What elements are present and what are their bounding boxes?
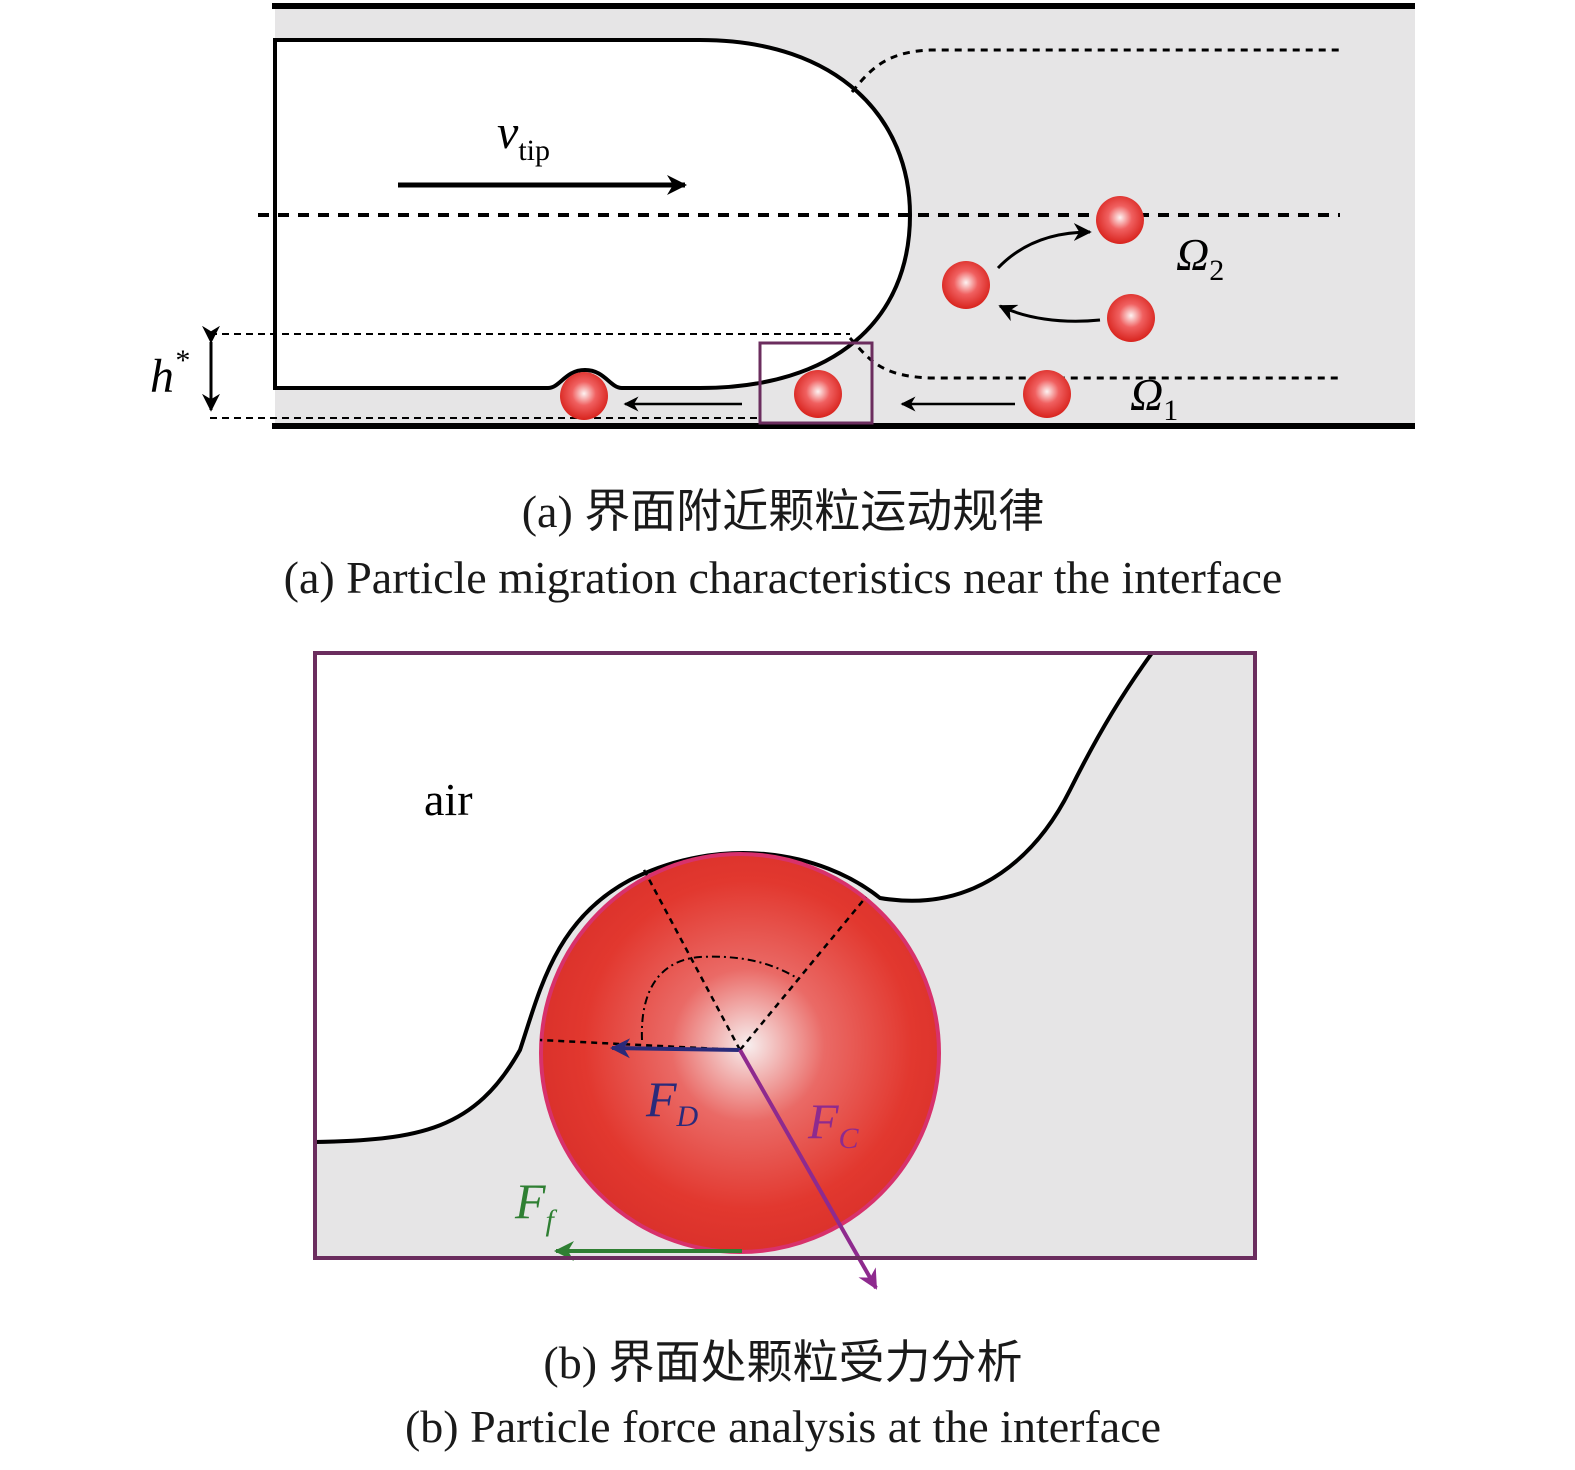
caption-a-en: (a) Particle migration characteristics n… (284, 552, 1283, 603)
capillary-force-arrow (738, 1049, 878, 1290)
radius-dashed-right (739, 896, 867, 1051)
omega-1-label: Ω1 (1130, 369, 1178, 427)
recirculation-arrow-upper (996, 223, 1092, 270)
omega-2-label: Ω2 (1176, 229, 1224, 287)
particle (794, 370, 842, 418)
v-tip-label: vtip (497, 106, 550, 167)
panel-b: air FD FC Ff (b) 界面处颗粒受力分析 (b) Particle … (313, 651, 1257, 1452)
particle-in-film (560, 372, 608, 420)
particle (942, 261, 990, 309)
h-star-label: h* (150, 344, 189, 403)
caption-a-cn: (a) 界面附近颗粒运动规律 (522, 486, 1045, 537)
air-label: air (424, 774, 473, 825)
caption-b-en: (b) Particle force analysis at the inter… (405, 1401, 1161, 1452)
lower-dashed-streamline (848, 336, 1340, 380)
panel-a: h* vtip Ω2 Ω1 (a) 界面附近颗粒运动规律 (a) Particl… (150, 3, 1415, 603)
upper-dashed-streamline (850, 48, 1340, 93)
contact-angle-arc (640, 955, 798, 1041)
particle (1023, 370, 1071, 418)
radius-dashed-top (641, 867, 742, 1051)
particle (1107, 294, 1155, 342)
caption-b-cn: (b) 界面处颗粒受力分析 (543, 1337, 1022, 1388)
detail-frame (313, 651, 1257, 1260)
recirculation-arrow-lower (998, 304, 1101, 323)
particle (1096, 196, 1144, 244)
drag-force-arrow (610, 1038, 741, 1059)
zoom-frame (758, 341, 874, 425)
air-finger (273, 38, 913, 390)
fc-label: FC (807, 1093, 860, 1155)
fd-label: FD (645, 1071, 699, 1133)
